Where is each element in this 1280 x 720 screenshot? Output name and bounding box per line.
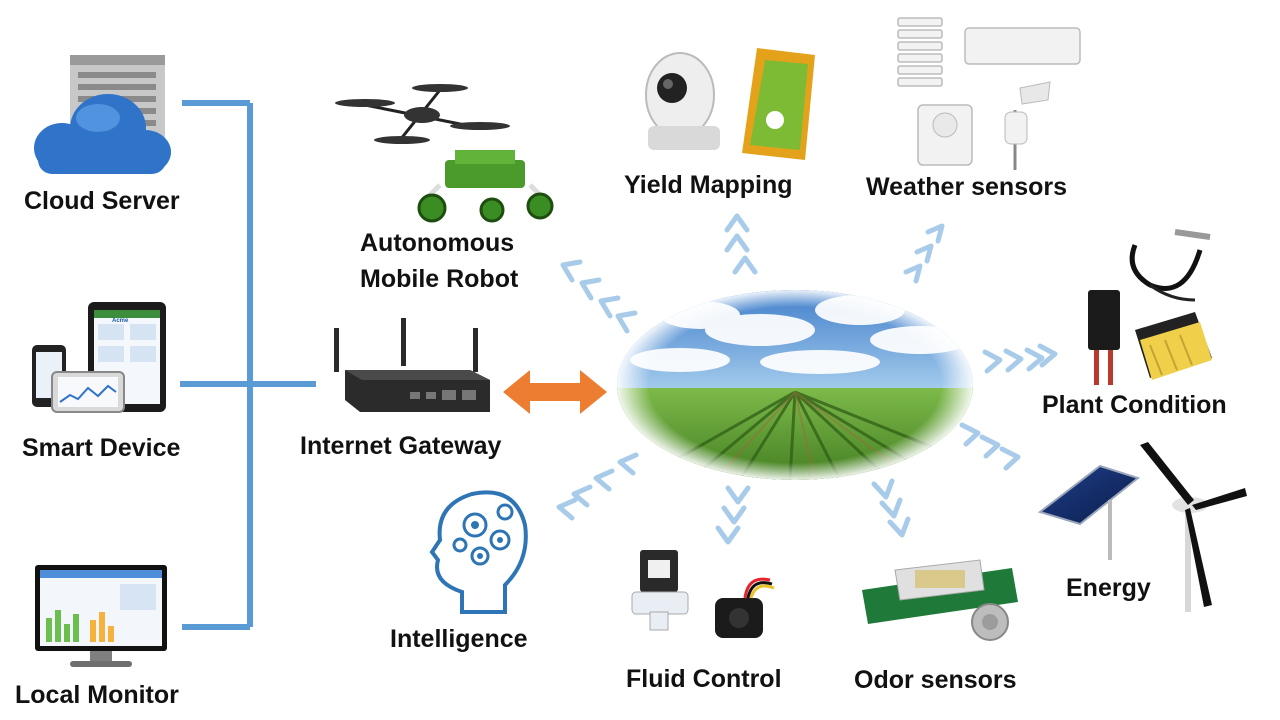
label-odor-sensors: Odor sensors [854, 666, 1017, 694]
chevrons-to-energy [959, 422, 1021, 471]
local-monitor-icon [35, 565, 167, 667]
yield-mapping-icon [645, 48, 815, 160]
fluid-control-icon [631, 550, 775, 638]
label-local-monitor: Local Monitor [15, 681, 179, 709]
label-intelligence: Intelligence [390, 625, 528, 653]
plant-condition-icon [1088, 229, 1212, 385]
label-plant-condition: Plant Condition [1042, 391, 1227, 419]
label-energy: Energy [1066, 574, 1151, 602]
chevrons-to-robot [560, 259, 638, 334]
network-connector-lines [180, 100, 316, 630]
odor-sensors-icon [862, 559, 1018, 641]
smart-device-icon [32, 302, 166, 413]
label-smart-device: Smart Device [22, 434, 181, 462]
chevrons-to-weather [903, 223, 945, 284]
label-fluid-control: Fluid Control [626, 665, 782, 693]
bidirectional-arrow [503, 370, 607, 414]
label-robot-line2: Mobile Robot [360, 265, 519, 293]
cloud-server-icon [34, 55, 171, 174]
chevrons-to-yield [724, 213, 758, 275]
chevrons-to-fluid [715, 485, 751, 545]
label-weather-sensors: Weather sensors [866, 173, 1068, 201]
chevron-arrows [556, 213, 1058, 545]
chevrons-to-plant [982, 343, 1058, 374]
farm-field-image [617, 290, 973, 480]
internet-gateway-icon [334, 318, 490, 412]
intelligence-icon [429, 490, 528, 614]
tablet-screen-header: Acme [112, 318, 129, 324]
chevrons-to-intelligence [556, 452, 639, 521]
label-yield-mapping: Yield Mapping [624, 171, 793, 199]
weather-sensors-icon [897, 17, 1081, 170]
autonomous-robot-icon [335, 84, 554, 223]
label-robot-line1: Autonomous [360, 229, 515, 257]
label-internet-gateway: Internet Gateway [300, 432, 502, 460]
energy-icon [1037, 442, 1247, 612]
chevrons-to-odor [871, 478, 911, 538]
label-cloud-server: Cloud Server [24, 187, 180, 215]
